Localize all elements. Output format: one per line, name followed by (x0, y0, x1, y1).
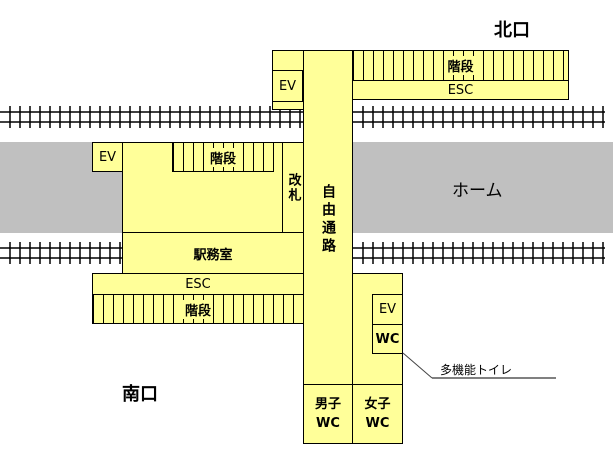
north-exit-label: 北口 (494, 20, 530, 41)
callout-leader (402, 352, 556, 379)
north-stairs: 階段 (352, 50, 569, 81)
south-escalator: ESC (92, 273, 304, 295)
north-escalator: ESC (352, 80, 569, 100)
platform-stairs-label: 階段 (207, 147, 238, 167)
south-stairs-label: 階段 (182, 299, 213, 319)
womens-wc: 女子 WC (352, 384, 403, 444)
multi-purpose-wc-callout: 多機能トイレ (440, 363, 513, 377)
platform-label: ホーム (452, 181, 503, 201)
south-exit-label: 南口 (122, 384, 158, 405)
ticket-gate: 改札 (282, 142, 304, 233)
platform-stairs: 階段 (172, 142, 274, 172)
north-elevator: EV (272, 70, 303, 102)
free-passage-label: 自由通路 (320, 184, 336, 256)
mens-wc-label: 男子 (314, 397, 341, 412)
station-office: 駅務室 (122, 232, 304, 274)
womens-wc-label: 女子 (364, 397, 391, 412)
mens-wc-sub: WC (316, 416, 340, 431)
platform-elevator: EV (92, 142, 123, 172)
womens-wc-sub: WC (365, 416, 390, 431)
multi-purpose-wc: WC (372, 324, 403, 354)
free-passage (303, 50, 353, 444)
mens-wc: 男子 WC (303, 384, 353, 444)
toilet-elevator: EV (372, 294, 403, 325)
south-stairs: 階段 (92, 294, 304, 324)
north-stairs-label: 階段 (445, 56, 476, 75)
